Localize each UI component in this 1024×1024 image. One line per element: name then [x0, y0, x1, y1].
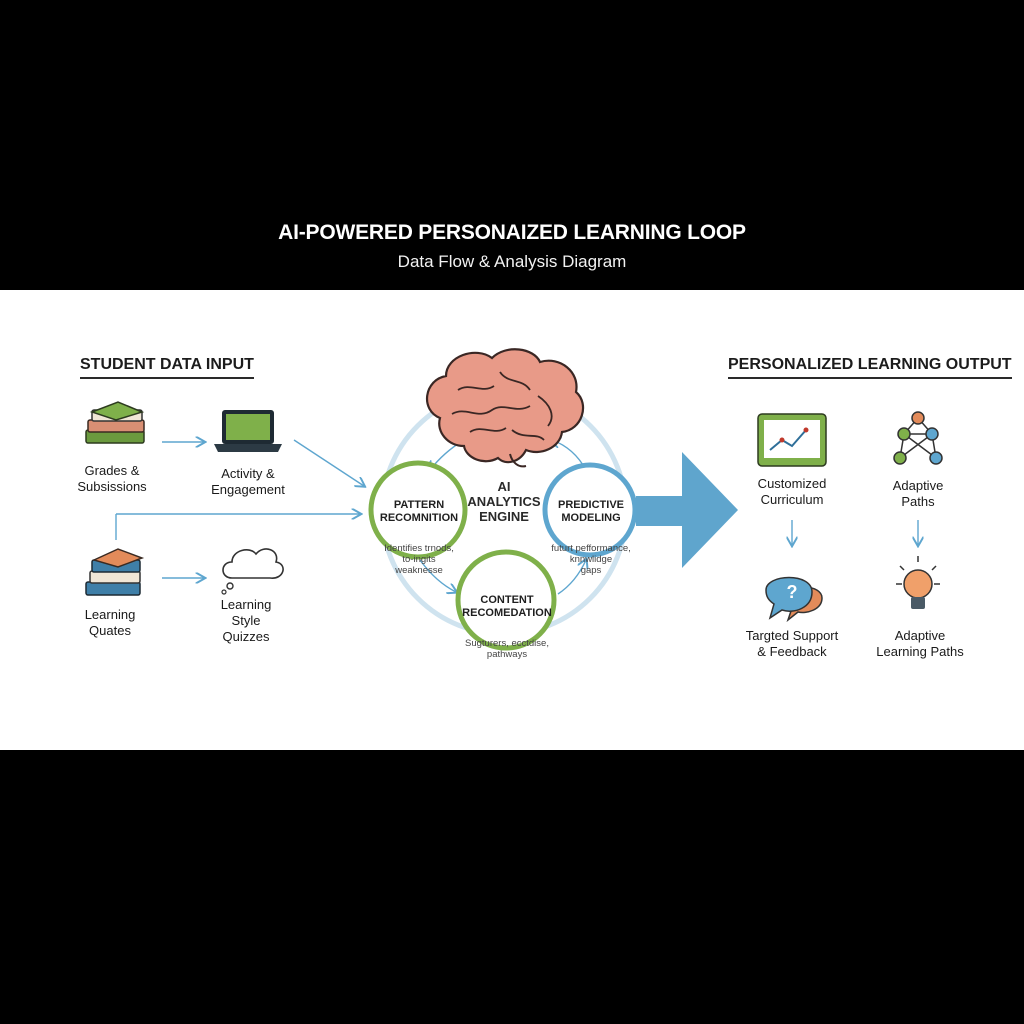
content-node-text: CONTENT RECOMEDATION Sugturers, ecctdise…	[462, 576, 552, 678]
lightbulb-icon	[896, 556, 940, 609]
output-arrows	[792, 520, 918, 545]
svg-text:?: ?	[787, 582, 798, 602]
brain-icon	[425, 348, 585, 468]
input-label-style-quizzes: Learning Style Quizzes	[220, 597, 272, 644]
input-section-heading: STUDENT DATA INPUT	[80, 356, 254, 379]
content-recommendation-node	[455, 549, 557, 651]
pattern-recognition-node	[368, 460, 468, 560]
engine-label: AI ANALYTICS ENGINE	[467, 479, 541, 524]
predictive-node-text: PREDICTIVE MODELING futurt pefformance, …	[551, 481, 631, 594]
output-section-heading: PERSONALIZED LEARNING OUTPUT	[728, 356, 1012, 379]
predictive-node-title: PREDICTIVE MODELING	[557, 499, 624, 524]
pattern-node-text: PATTERN RECOMNITION Identifies trnods, t…	[380, 481, 458, 594]
network-nodes-icon	[893, 411, 943, 465]
predictive-modeling-node	[542, 462, 638, 558]
output-label-adaptive-paths: Adaptive Paths	[892, 478, 944, 509]
books-stack-icon	[85, 401, 145, 444]
input-label-grades: Grades & Subsissions	[77, 463, 147, 494]
input-label-activity: Activity & Engagement	[211, 466, 285, 497]
tablet-chart-icon	[757, 413, 827, 467]
speech-bubbles-question-icon: ?	[765, 576, 823, 623]
laptop-icon	[214, 410, 282, 452]
pattern-node-title: PATTERN RECOMNITION	[379, 499, 459, 524]
content-node-title: CONTENT RECOMEDATION	[462, 594, 552, 619]
output-label-support: Targted Support & Feedback	[745, 628, 839, 659]
content-node-desc: Sugturers, ecctdise, pathways	[465, 638, 549, 660]
predictive-node-desc: futurt pefformance, knnwlidge gaps	[551, 543, 631, 576]
books-stack-icon	[85, 548, 145, 596]
thought-cloud-icon	[221, 548, 284, 595]
output-label-curriculum: Customized Curriculum	[757, 476, 827, 507]
pattern-node-desc: Identifies trnods, to-ingits weaknesse	[384, 543, 454, 576]
diagram-title: AI-POWERED PERSONAIZED LEARNING LOOP	[278, 221, 746, 244]
input-arrows	[115, 440, 364, 578]
output-arrow	[636, 452, 738, 568]
output-label-learning-paths: Adaptive Learning Paths	[876, 628, 964, 659]
input-label-learning-quates: Learning Quates	[84, 607, 136, 638]
diagram-subtitle: Data Flow & Analysis Diagram	[397, 252, 627, 271]
